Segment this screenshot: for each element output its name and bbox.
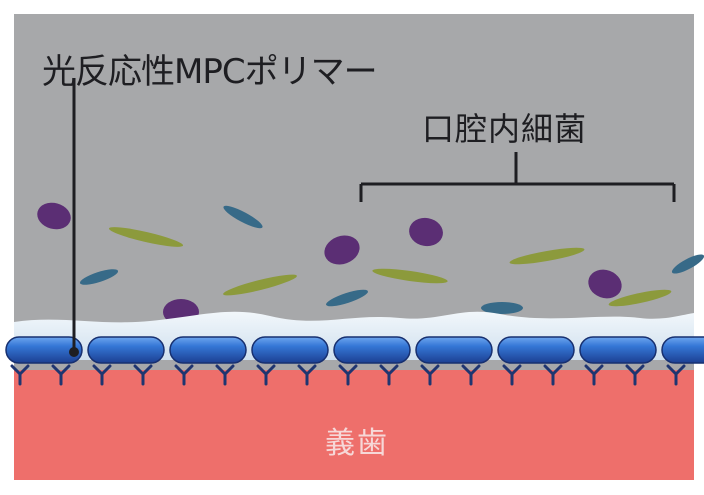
polymer-anchor — [51, 364, 71, 386]
polymer-leader-dot — [69, 347, 79, 357]
mpc-polymer-layer — [5, 336, 704, 364]
polymer-capsule — [579, 336, 657, 364]
polymer-capsule — [661, 336, 704, 364]
polymer-anchor — [174, 364, 194, 386]
spindle-bacterium-icon — [223, 205, 263, 229]
polymer-anchor — [666, 364, 686, 386]
bacteria-group — [37, 202, 704, 325]
polymer-anchor — [133, 364, 153, 386]
rod-bacterium-icon — [608, 289, 672, 307]
polymer-capsule — [333, 336, 411, 364]
spindle-bacterium-icon — [326, 289, 368, 307]
polymer-capsule — [497, 336, 575, 364]
polymer-capsule — [169, 336, 247, 364]
polymer-anchor — [92, 364, 112, 386]
polymer-anchor — [625, 364, 645, 386]
spindle-bacterium-icon — [79, 269, 119, 285]
round-bacterium-icon — [409, 217, 443, 247]
polymer-anchor — [420, 364, 440, 386]
polymer-capsule — [415, 336, 493, 364]
polymer-anchor — [10, 364, 30, 386]
polymer-anchor — [502, 364, 522, 386]
spindle-bacterium-icon — [481, 302, 523, 314]
round-bacterium-icon — [324, 235, 360, 265]
spindle-bacterium-icon — [671, 254, 704, 274]
denture-base — [14, 370, 694, 480]
bacteria-label: 口腔内細菌 — [422, 110, 588, 148]
polymer-anchor — [256, 364, 276, 386]
polymer-anchor — [584, 364, 604, 386]
polymer-capsule — [87, 336, 165, 364]
polymer-anchor — [338, 364, 358, 386]
denture-label: 義歯 — [325, 426, 389, 461]
bacteria-bracket — [359, 152, 676, 202]
round-bacterium-icon — [588, 269, 622, 299]
polymer-label: 光反応性MPCポリマー — [42, 52, 378, 92]
polymer-anchor — [543, 364, 563, 386]
polymer-anchor-row — [10, 364, 686, 386]
rod-bacterium-icon — [509, 247, 585, 265]
rod-bacterium-icon — [372, 268, 448, 284]
polymer-capsule — [251, 336, 329, 364]
polymer-anchor — [297, 364, 317, 386]
polymer-anchor — [379, 364, 399, 386]
polymer-capsule — [5, 336, 83, 364]
polymer-anchor — [215, 364, 235, 386]
round-bacterium-icon — [37, 202, 71, 230]
rod-bacterium-icon — [223, 274, 297, 296]
rod-bacterium-icon — [108, 227, 184, 247]
polymer-anchor — [461, 364, 481, 386]
